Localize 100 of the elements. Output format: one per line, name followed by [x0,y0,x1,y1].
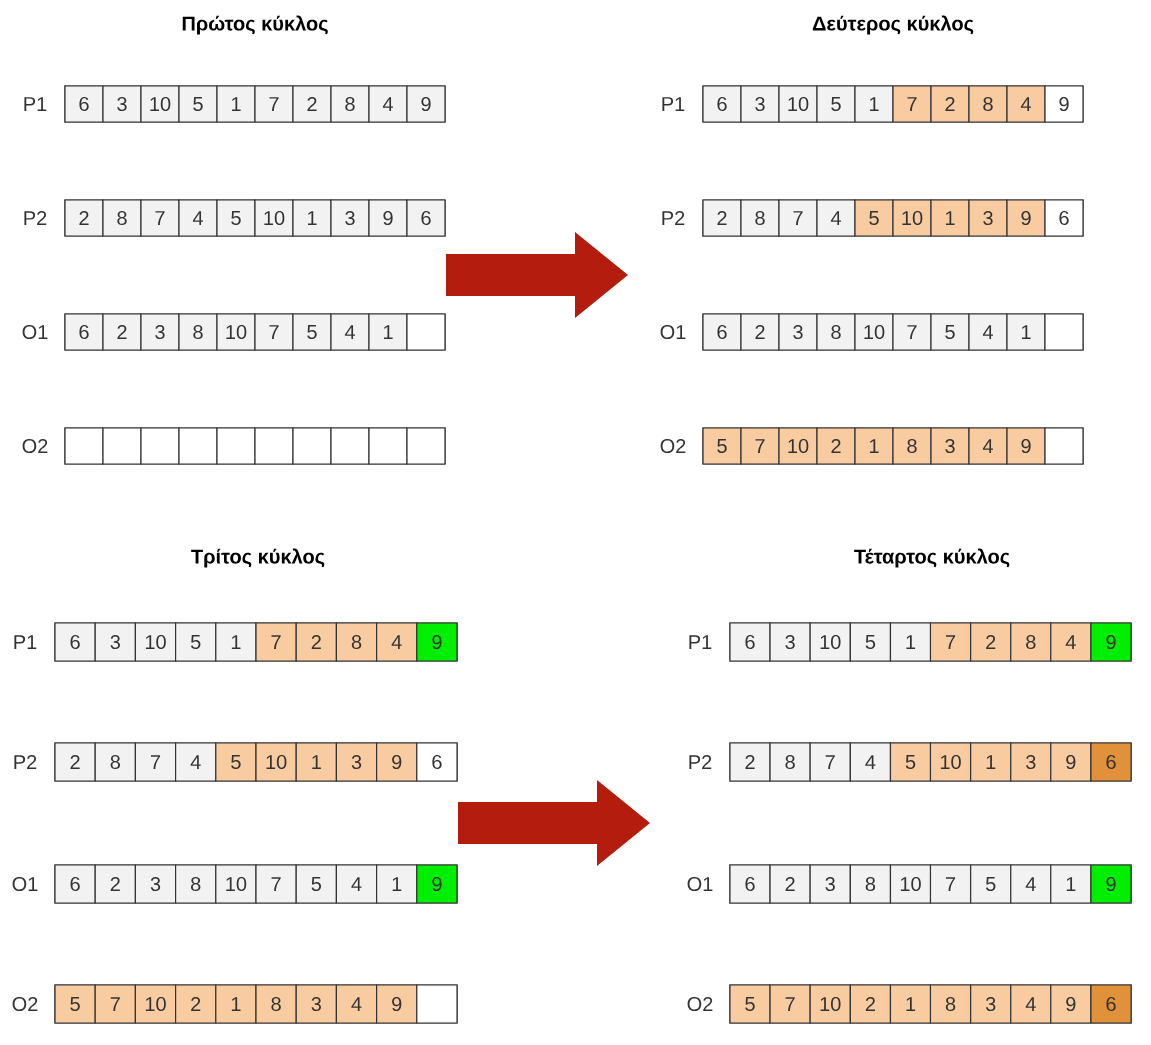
array-cell: 6 [406,199,446,237]
panel-title: Τρίτος κύκλος [191,548,325,568]
array-cell: 6 [64,313,104,351]
row-label: O2 [687,996,713,1012]
row-label: O2 [660,438,686,454]
array-cell: 2 [849,984,892,1024]
array-cell: 10 [255,742,297,782]
array-cell: 7 [254,85,294,123]
array-cell: 1 [215,984,257,1024]
array-cell: 1 [215,622,257,662]
array-cell: 5 [816,85,856,123]
array-cell: 7 [140,199,180,237]
array-cell: 5 [849,622,892,662]
array-cell: 6 [64,85,104,123]
array-cell: 1 [970,742,1012,782]
array-cell: 6 [1090,742,1132,782]
row-label: P1 [24,97,47,111]
row-label: O1 [687,876,713,892]
array-cell: 4 [1050,622,1092,662]
array-cell: 9 [1044,85,1084,123]
array-cell: 3 [140,313,180,351]
array-cell: 4 [1010,984,1052,1024]
array-cell: 8 [769,742,811,782]
array-cell: 7 [929,864,972,904]
array-cell: 7 [892,313,932,351]
array-cell: 9 [416,864,458,904]
row-label: P1 [662,97,685,111]
row-label: O1 [12,876,38,892]
array-cell: 4 [335,984,378,1024]
array-cell: 2 [102,313,142,351]
array-cell: 8 [255,984,297,1024]
array-cell: 8 [968,85,1008,123]
array-cell: 8 [929,984,972,1024]
array-cell: 2 [729,742,771,782]
array-cell: 1 [930,199,970,237]
array-cell: 6 [416,742,458,782]
array-cell: 2 [930,85,970,123]
array-cell: 8 [1010,622,1052,662]
array-cell: 10 [134,984,177,1024]
array-cell: 2 [769,864,811,904]
array-cell: 4 [175,742,217,782]
array-cell: 6 [1044,199,1084,237]
array-cell: 5 [729,984,771,1024]
array-cell: 3 [102,85,142,123]
array-cell: 10 [140,85,180,123]
array-cell: 3 [769,622,811,662]
array-cell: 8 [178,313,218,351]
array-cell: 3 [330,199,370,237]
array-cell: 9 [376,984,418,1024]
array-cell: 4 [968,313,1008,351]
row-label: P1 [689,635,712,649]
array-cell: 2 [292,85,332,123]
array-cell: 10 [778,85,818,123]
array-cell: 5 [970,864,1012,904]
array-cell: 4 [178,199,218,237]
array-cell: 9 [1090,622,1132,662]
array-cell: 9 [376,742,418,782]
array-cell: 5 [295,864,337,904]
array-cell: 4 [376,622,418,662]
array-cell: 9 [406,85,446,123]
array-cell: 10 [216,313,256,351]
array-cell: 10 [809,622,851,662]
array-cell: 8 [102,199,142,237]
array-cell: 4 [816,199,856,237]
array-cell: 2 [970,622,1012,662]
array-cell: 8 [335,622,378,662]
array-cell: 7 [254,313,294,351]
array-cell: 10 [809,984,851,1024]
array-cell: 1 [292,199,332,237]
array-cell: 7 [740,427,780,465]
array-cell: 7 [809,742,851,782]
array-cell: 5 [216,199,256,237]
array-cell: 9 [1006,427,1046,465]
array-cell: 2 [175,984,217,1024]
array-cell: 8 [849,864,892,904]
array-cell: 3 [930,427,970,465]
array-cell: 3 [968,199,1008,237]
array-cell: 7 [134,742,177,782]
array-cell: 1 [216,85,256,123]
array-cell: 3 [809,864,851,904]
array-cell: 3 [134,864,177,904]
array-cell: 10 [892,199,932,237]
array-cell: 1 [854,427,894,465]
array-cell: 3 [740,85,780,123]
array-cell: 2 [816,427,856,465]
array-cell: 5 [175,622,217,662]
array-cell: 9 [1050,742,1092,782]
array-cell: 3 [335,742,378,782]
array-cell: 7 [892,85,932,123]
row-label: O1 [660,324,686,340]
row-label: O2 [12,996,38,1012]
array-cell: 4 [368,85,408,123]
array-cell: 6 [702,85,742,123]
array-cell: 4 [335,864,378,904]
array-cell: 3 [970,984,1012,1024]
array-cell: 10 [254,199,294,237]
array-cell: 3 [295,984,337,1024]
array-cell: 8 [740,199,780,237]
array-cell: 5 [54,984,96,1024]
panel-title: Πρώτος κύκλος [182,15,328,35]
